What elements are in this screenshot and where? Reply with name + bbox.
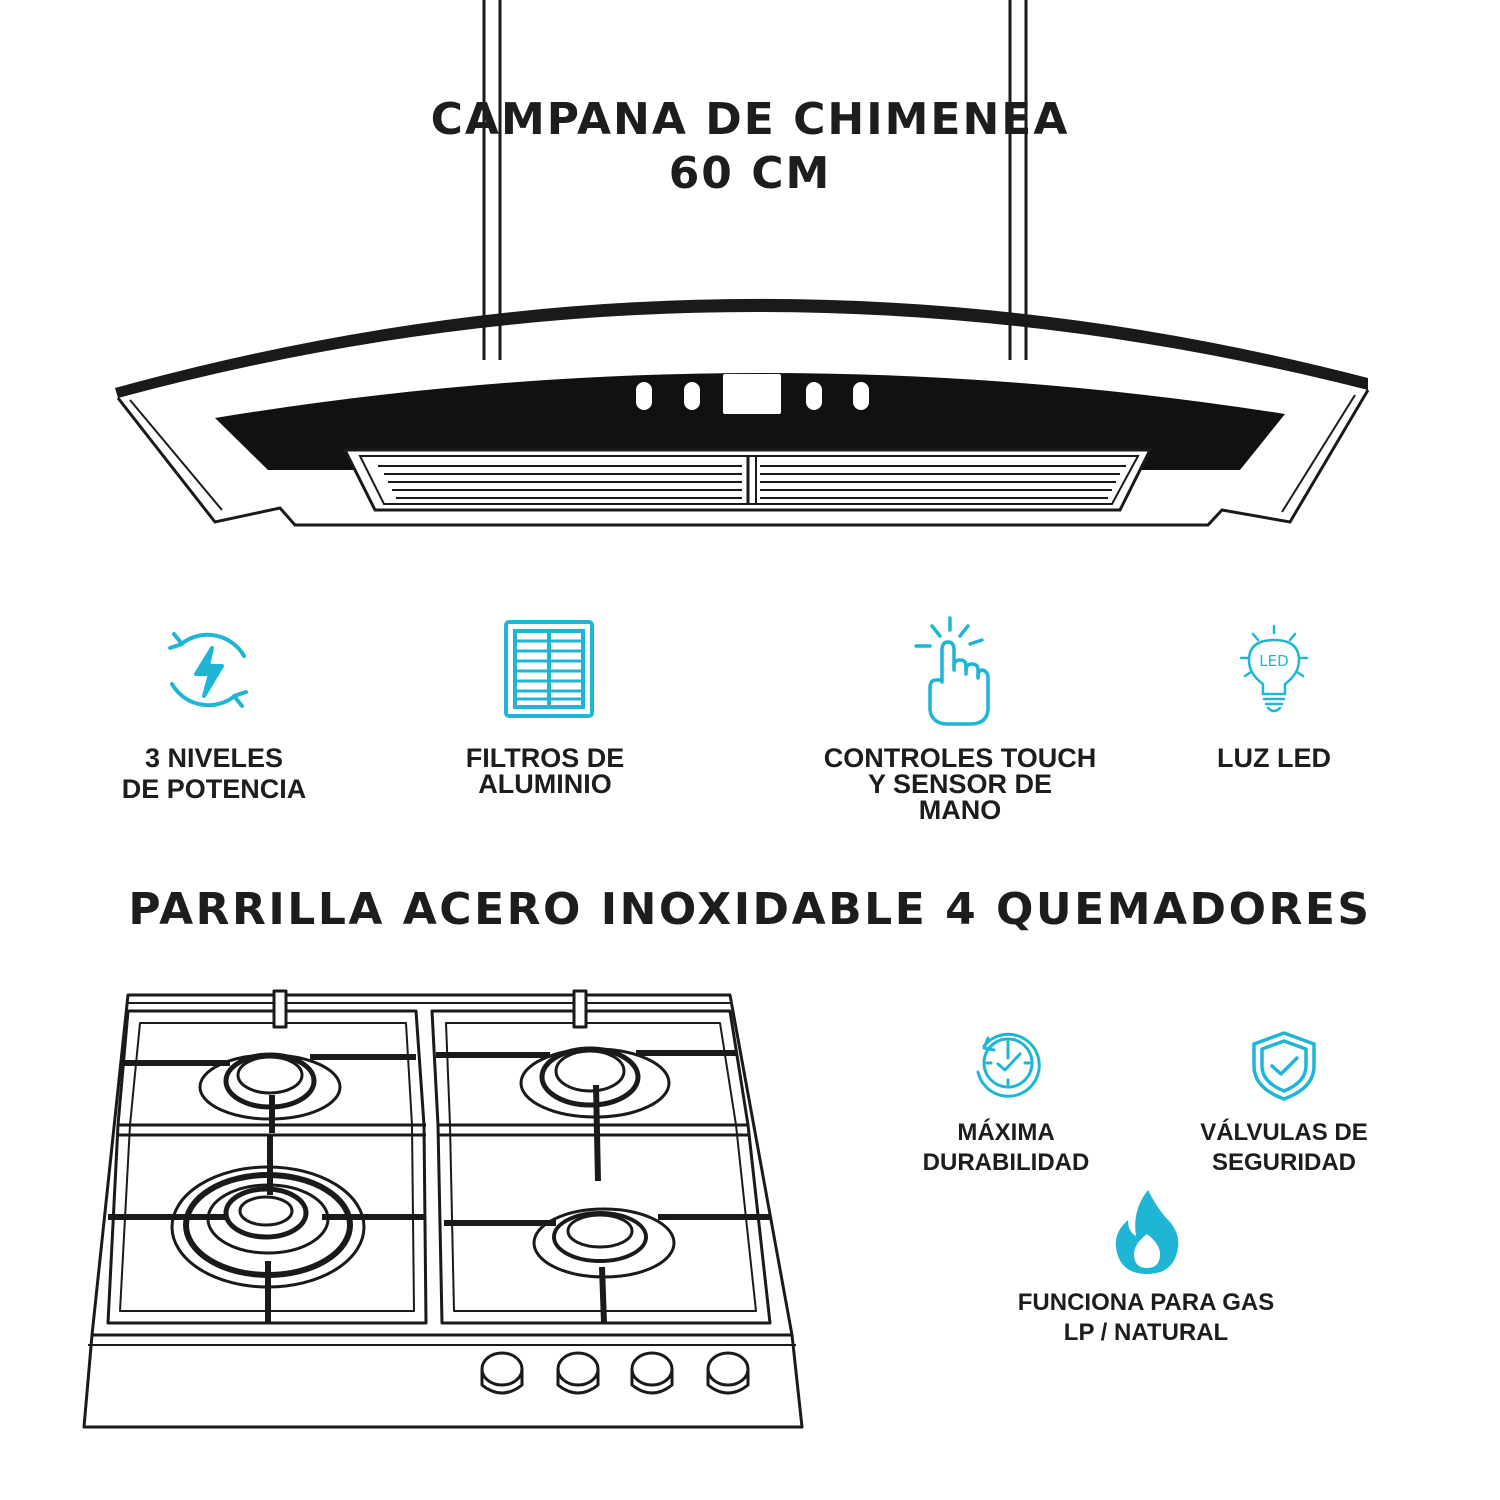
feature-label-line: VÁLVULAS DE: [1200, 1119, 1368, 1146]
gas-cooktop-illustration: [80, 985, 810, 1435]
power-levels-icon: [160, 622, 256, 718]
feature-label-line: DE POTENCIA: [121, 774, 307, 804]
feature-label-line: ALUMINIO: [478, 769, 612, 799]
touch-hand-icon: [912, 614, 992, 726]
feature-label-line: FUNCIONA PARA GAS: [1017, 1289, 1275, 1316]
feature-label-line: DURABILIDAD: [922, 1149, 1090, 1176]
feature-label-line: Y SENSOR DE: [867, 769, 1053, 799]
feature-label-line: MÁXIMA: [957, 1119, 1055, 1146]
feature-aluminum-filters: FILTROS DE ALUMINIO: [420, 744, 670, 799]
hood-title-line1: CAMPANA DE CHIMENEA: [430, 94, 1070, 145]
feature-label-line: MANO: [918, 795, 1002, 825]
led-bulb-icon: LED: [1237, 624, 1311, 716]
feature-gas-type: FUNCIONA PARA GAS LP / NATURAL: [996, 1288, 1296, 1348]
feature-label-line: CONTROLES TOUCH: [823, 743, 1097, 773]
feature-max-durability: MÁXIMA DURABILIDAD: [886, 1118, 1126, 1178]
feature-label-line: LUZ LED: [1217, 743, 1331, 773]
cooktop-title: PARRILLA ACERO INOXIDABLE 4 QUEMADORES: [128, 884, 1372, 935]
led-icon-text: LED: [1259, 652, 1288, 670]
hood-title-line2: 60 CM: [668, 148, 832, 199]
durability-clock-icon: [968, 1028, 1046, 1098]
feature-label-line: 3 NIVELES: [144, 743, 284, 773]
gas-flame-icon: [1114, 1188, 1180, 1276]
feature-label-line: FILTROS DE: [465, 743, 625, 773]
feature-label-line: SEGURIDAD: [1211, 1149, 1356, 1176]
feature-power-levels: 3 NIVELES DE POTENCIA: [90, 744, 338, 804]
range-hood-illustration: [0, 0, 1500, 560]
feature-touch-controls: CONTROLES TOUCH Y SENSOR DE MANO: [800, 744, 1120, 825]
feature-safety-valves: VÁLVULAS DE SEGURIDAD: [1164, 1118, 1404, 1178]
safety-shield-icon: [1250, 1030, 1318, 1102]
aluminum-filter-icon: [503, 619, 595, 719]
feature-label-line: LP / NATURAL: [1063, 1319, 1229, 1346]
feature-led-light: LUZ LED: [1174, 744, 1374, 773]
